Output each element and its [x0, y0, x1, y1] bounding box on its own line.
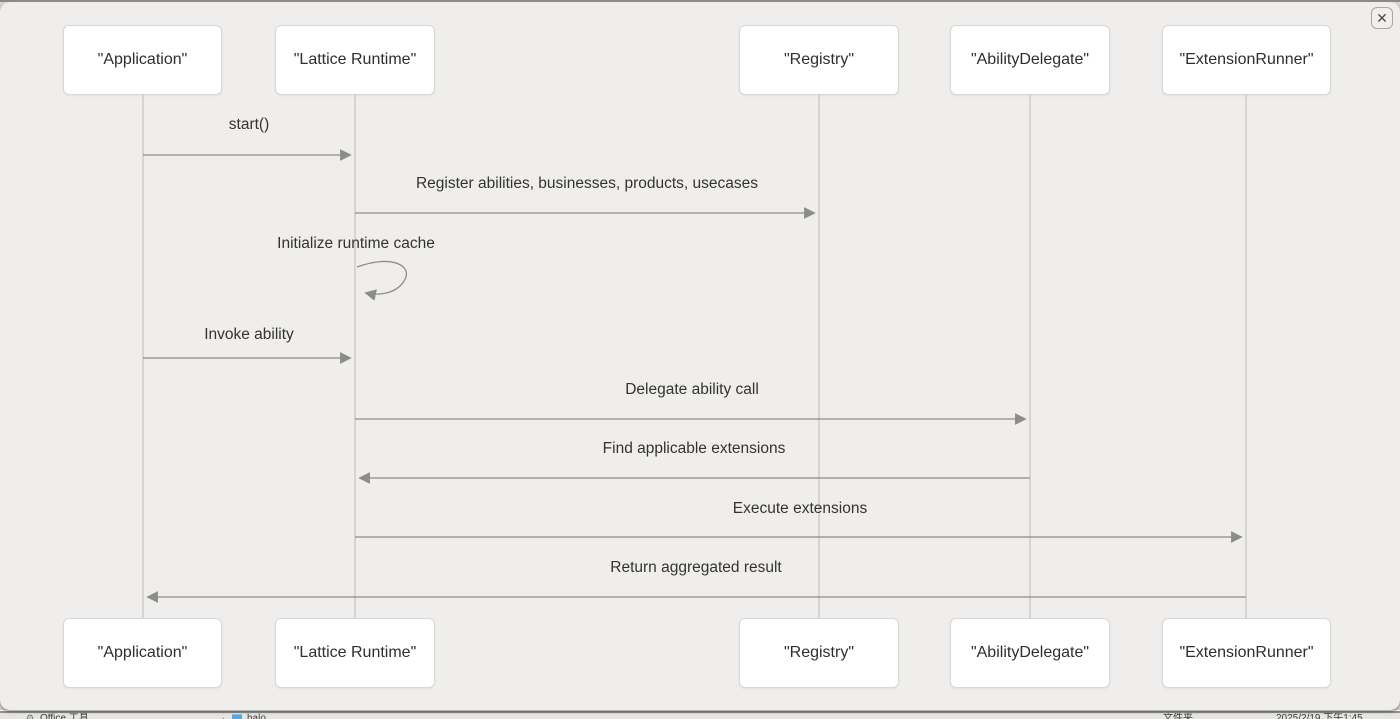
actor-top-extension-runner: "ExtensionRunner" [1162, 25, 1331, 95]
tools-icon: ⚙ [26, 713, 35, 719]
actor-bottom-registry: "Registry" [739, 618, 899, 688]
close-icon: ✕ [1376, 10, 1388, 26]
message-label-register: Register abilities, businesses, products… [415, 175, 759, 192]
background-window-edge [0, 710, 1400, 711]
background-item-office-tools: Office 工具 [40, 713, 89, 719]
actor-top-registry: "Registry" [739, 25, 899, 95]
message-label-return-result: Return aggregated result [610, 559, 782, 576]
chevron-right-icon: › [222, 714, 225, 719]
message-label-delegate-call: Delegate ability call [625, 381, 759, 398]
actor-bottom-application: "Application" [63, 618, 222, 688]
background-item-type: 文件夹 [1163, 713, 1193, 719]
message-label-execute-extensions: Execute extensions [732, 500, 868, 517]
actor-top-application: "Application" [63, 25, 222, 95]
background-item-halo: halo [247, 713, 266, 719]
message-label-invoke-ability: Invoke ability [204, 326, 294, 343]
message-label-find-extensions: Find applicable extensions [602, 440, 786, 457]
folder-icon [232, 714, 242, 719]
screen-top-edge [0, 0, 1400, 2]
actor-top-ability-delegate: "AbilityDelegate" [950, 25, 1110, 95]
background-window-strip: ⚙ Office 工具 › halo 文件夹 2025/2/19 下午1:45 [0, 710, 1400, 719]
arrow-self-loop-initialize-cache [356, 260, 407, 301]
message-label-start: start() [228, 116, 270, 133]
message-label-initialize-cache: Initialize runtime cache [277, 235, 435, 252]
background-item-timestamp: 2025/2/19 下午1:45 [1276, 713, 1363, 719]
actor-top-lattice-runtime: "Lattice Runtime" [275, 25, 435, 95]
close-button[interactable]: ✕ [1371, 7, 1393, 29]
actor-bottom-lattice-runtime: "Lattice Runtime" [275, 618, 435, 688]
actor-bottom-extension-runner: "ExtensionRunner" [1162, 618, 1331, 688]
background-file-row[interactable]: ⚙ Office 工具 › halo 文件夹 2025/2/19 下午1:45 [0, 713, 1400, 719]
actor-bottom-ability-delegate: "AbilityDelegate" [950, 618, 1110, 688]
